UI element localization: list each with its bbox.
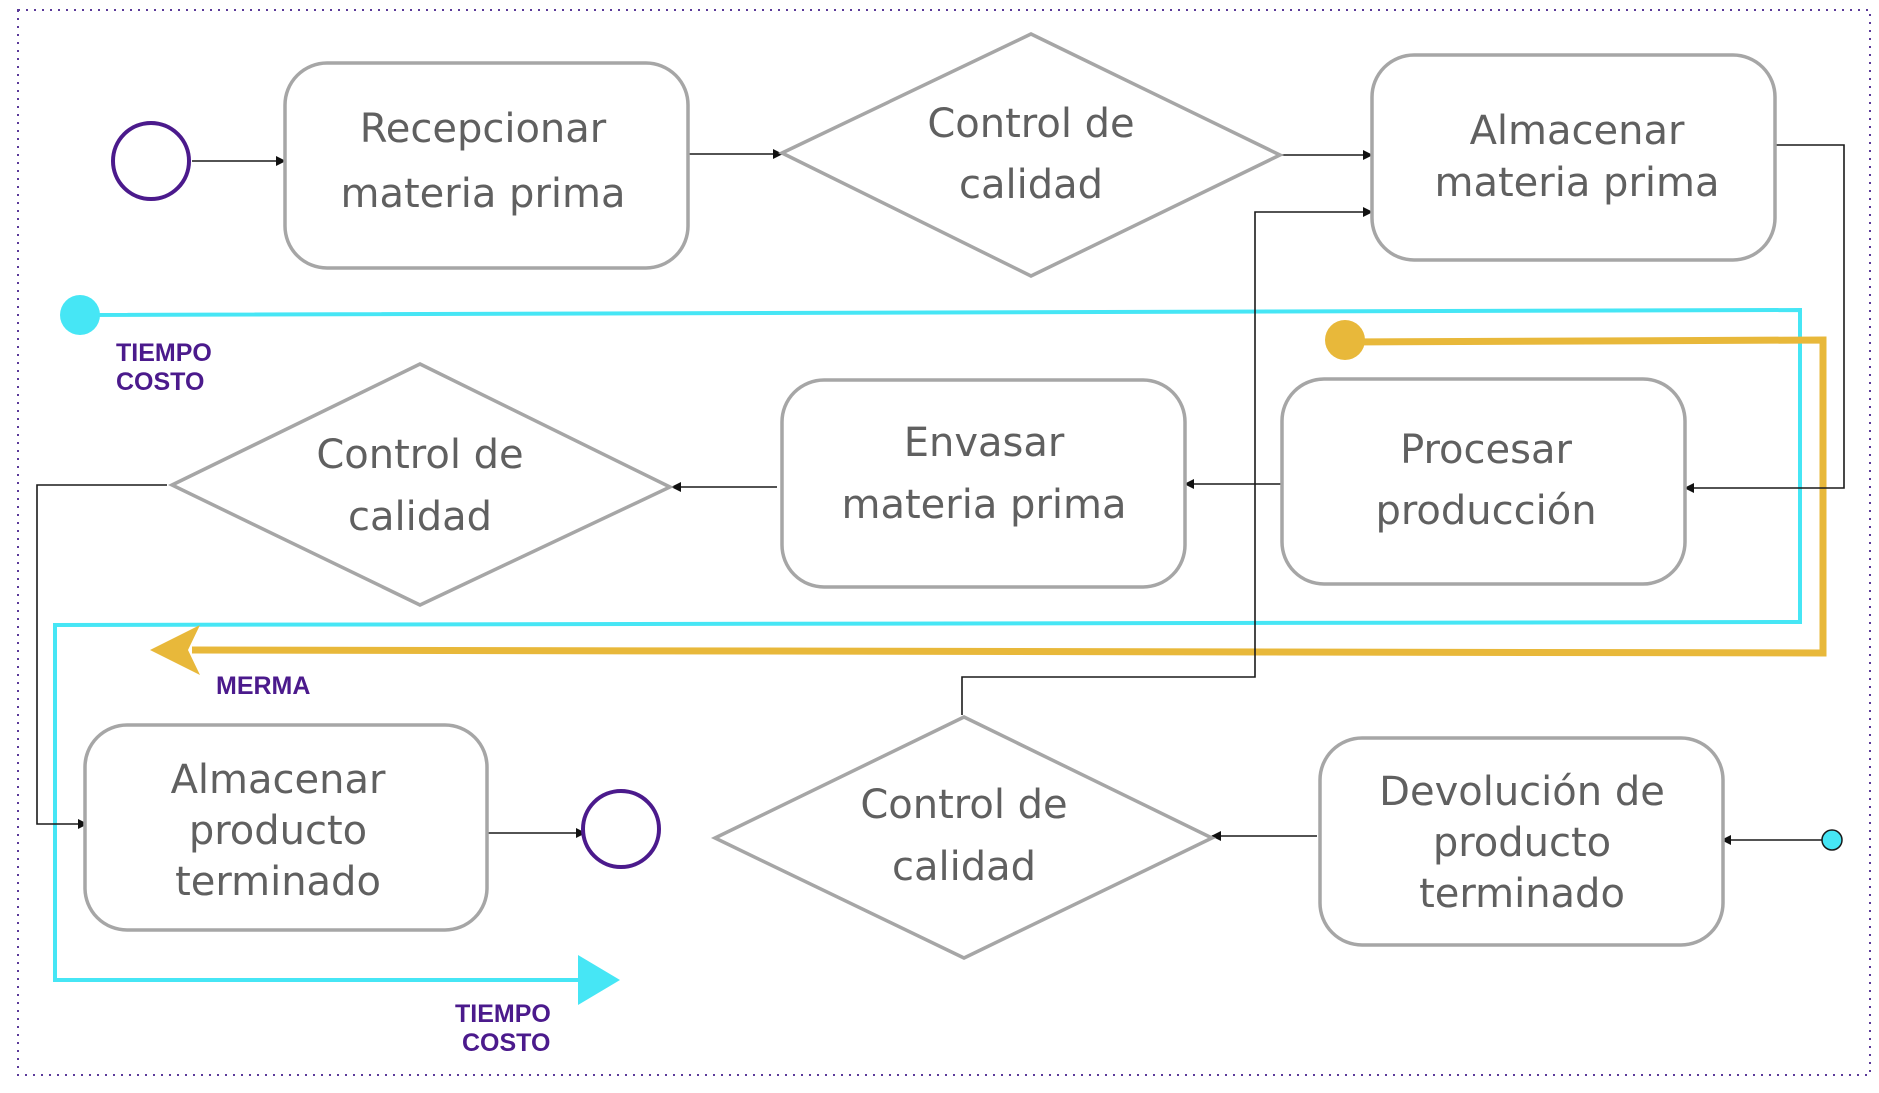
node-label-line: materia prima (1435, 160, 1720, 206)
flow-connectors (36, 144, 1845, 845)
node-recepcionar-materia-prima: Recepcionar materia prima (283, 61, 690, 270)
node-label-line: Control de (860, 782, 1067, 828)
node-label-line: terminado (175, 859, 381, 905)
tag-costo-bottom: COSTO (462, 1029, 550, 1057)
tag-merma: MERMA (216, 672, 310, 700)
node-label-line: Devolución de (1379, 769, 1665, 815)
node-label-line: producto (1433, 820, 1611, 866)
node-label-line: Envasar (904, 420, 1065, 466)
node-label-line: calidad (959, 162, 1103, 208)
gold-arrowhead-icon (150, 625, 200, 675)
node-almacenar-materia-prima: Almacenar materia prima (1370, 53, 1777, 262)
decision-control-calidad-2: Control de calidad (167, 362, 675, 607)
node-envasar-materia-prima: Envasar materia prima (780, 378, 1187, 589)
node-label-line: materia prima (842, 482, 1127, 528)
node-label-line: Almacenar (1470, 108, 1685, 154)
tag-costo-top: COSTO (116, 368, 204, 396)
decision-control-calidad-1: Control de calidad (777, 32, 1285, 278)
node-label-line: terminado (1419, 871, 1625, 917)
node-label-line: Procesar (1400, 427, 1572, 473)
node-label-line: Recepcionar (360, 106, 607, 152)
node-label-line: producción (1375, 488, 1596, 534)
node-label-line: calidad (348, 494, 492, 540)
node-label-line: Control de (927, 101, 1134, 147)
start-circle (111, 121, 191, 201)
cyan-tiempo-costo-path (53, 295, 1802, 1005)
tag-tiempo-bottom: TIEMPO (455, 1000, 551, 1028)
node-devolucion-producto-terminado: Devolución de producto terminado (1318, 736, 1725, 947)
node-label-line: Almacenar (171, 757, 386, 803)
node-label-line: materia prima (341, 171, 626, 217)
gold-merma-path (150, 320, 1827, 675)
node-procesar-produccion: Procesar producción (1280, 377, 1687, 586)
decision-control-calidad-3: Control de calidad (710, 715, 1217, 960)
tag-tiempo-top: TIEMPO (116, 339, 212, 367)
node-almacenar-producto-terminado: Almacenar producto terminado (83, 723, 489, 932)
diagram-frame (17, 9, 1871, 1076)
return-start-dot (1821, 829, 1843, 851)
end-circle (581, 789, 661, 869)
node-label-line: calidad (892, 844, 1036, 890)
node-label-line: Control de (316, 432, 523, 478)
node-label-line: producto (189, 808, 367, 854)
cyan-arrowhead-icon (578, 955, 620, 1005)
